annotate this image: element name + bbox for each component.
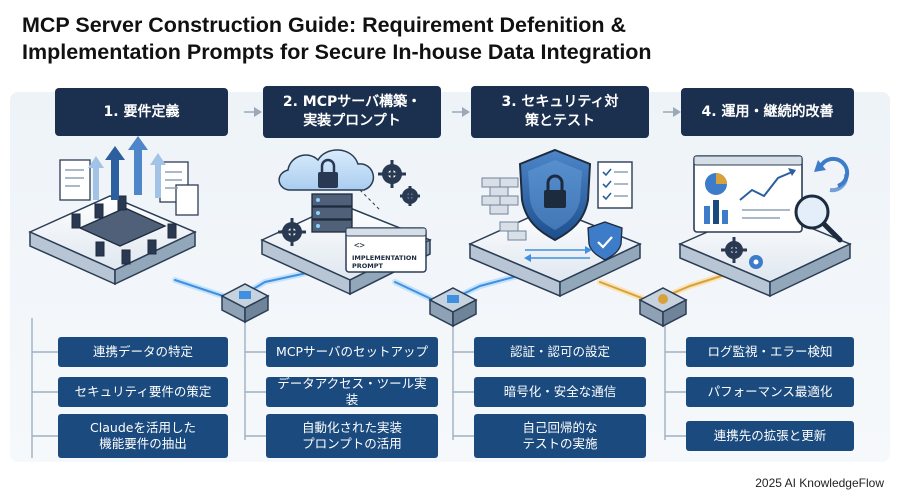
step-4-item-3: 連携先の拡張と更新 [686,421,854,451]
arrow-heads [254,107,681,117]
step-4-item-1: ログ監視・エラー検知 [686,337,854,367]
step-3-item-3-text: 自己回帰的な テストの実施 [522,420,598,451]
scene-monitoring [678,155,852,298]
footer-credit: 2025 AI KnowledgeFlow [755,476,884,490]
step-2-item-2: データアクセス・ツール実装 [266,376,438,407]
code-icon: <> [354,241,365,251]
implementation-label-2: PROMPT [352,262,384,270]
step-3-header: 3. セキュリティ対 策とテスト [471,86,649,138]
title-line-2: Implementation Prompts for Secure In-hou… [22,40,652,64]
step-3-item-3: 自己回帰的な テストの実施 [474,414,646,458]
scene-security [468,148,642,298]
step-1-item-3: Claudeを活用した 機能要件の抽出 [58,414,228,458]
scene-requirements [28,136,199,286]
step-2-item-3: 自動化された実装 プロンプトの活用 [266,414,438,458]
implementation-label-1: IMPLEMENTATION [352,254,417,262]
step-2-header-text: 2. MCPサーバ構築・ 実装プロンプト [282,94,422,129]
step-3-header-text: 3. セキュリティ対 策とテスト [501,94,619,129]
step-1-item-3-text: Claudeを活用した 機能要件の抽出 [90,420,196,451]
step-3-item-1: 認証・認可の設定 [474,337,646,367]
connector-node-1 [220,283,270,324]
connector-node-2 [428,287,478,328]
step-2-item-1: MCPサーバのセットアップ [266,337,438,367]
step-4-header: 4. 運用・継続的改善 [681,88,854,136]
page-title: MCP Server Construction Guide: Requireme… [22,12,882,66]
step-1-item-1: 連携データの特定 [58,337,228,367]
connector-node-3 [638,287,688,328]
step-2-item-3-text: 自動化された実装 プロンプトの活用 [301,420,402,451]
step-4-item-2: パフォーマンス最適化 [686,377,854,407]
step-3-item-2: 暗号化・安全な通信 [474,377,646,407]
step-1-item-2: セキュリティ要件の策定 [58,377,228,407]
step-2-header: 2. MCPサーバ構築・ 実装プロンプト [263,86,441,138]
step-1-header: 1. 要件定義 [55,88,228,136]
scene-implementation: <> IMPLEMENTATION PROMPT [260,149,432,296]
title-line-1: MCP Server Construction Guide: Requireme… [22,13,627,37]
